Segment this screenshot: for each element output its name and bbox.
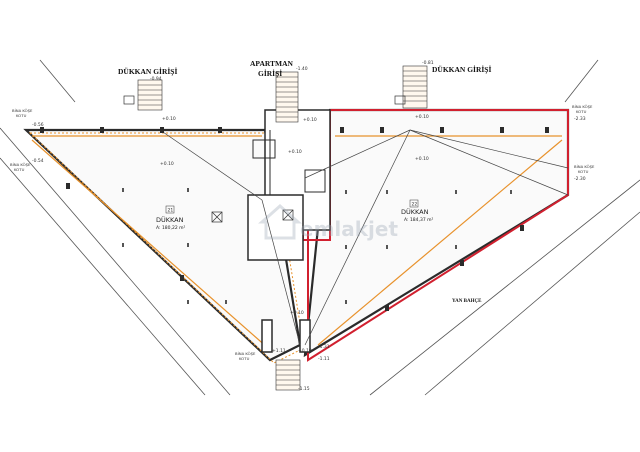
side-garden-label: YAN BAHÇE	[452, 299, 482, 304]
level-core-top: +0.10	[303, 117, 317, 123]
site-boundary-lines	[0, 59, 640, 396]
level-bottom-right: -1.31	[318, 344, 330, 350]
level-core-mid: +0.10	[288, 149, 302, 155]
level-left-inner: +0.10	[162, 116, 176, 122]
level-bottom-stair: -1.15	[298, 386, 310, 392]
level-left-corner-lower: -0.54	[32, 158, 44, 164]
corner-top-left-line1: BİNA KÖŞE	[12, 108, 33, 113]
level-left-corner: -0.56	[32, 122, 44, 128]
level-right-top-stair: -0.81	[422, 60, 434, 66]
level-left-bottom-point: +1.11	[272, 348, 286, 354]
watermark: emlakjet	[258, 203, 398, 241]
level-apartment-stair: -1.40	[296, 66, 308, 72]
left-shop-number: 21	[168, 208, 174, 214]
corner-bottom-line2: KOTU	[239, 356, 250, 361]
right-shop-label: 22 DÜKKAN A: 184,37 m²	[401, 199, 434, 223]
left-shop-entrance-label: DÜKKAN GİRİŞİ	[118, 66, 177, 76]
right-shop-area: A: 184,37 m²	[404, 217, 434, 223]
columns	[40, 127, 549, 311]
level-markers: -0.94 -1.40 -0.81 -0.56 -0.54 +0.10 +0.1…	[32, 60, 586, 392]
corner-labels: BİNA KÖŞE KOTU BİNA KÖŞE KOTU BİNA KÖŞE …	[10, 104, 595, 361]
level-right-corner: -2.33	[574, 116, 586, 122]
corner-left-line1: BİNA KÖŞE	[10, 162, 31, 167]
watermark-text: emlakjet	[300, 217, 398, 241]
level-right-mid: +0.10	[415, 156, 429, 162]
stairs-bottom	[275, 359, 301, 391]
left-shop-area: A: 180,22 m²	[156, 225, 186, 231]
right-shop-entrance-label: DÜKKAN GİRİŞİ	[432, 64, 491, 74]
left-shop-name: DÜKKAN	[156, 215, 184, 224]
apartment-entrance-label-line2: GİRİŞİ	[258, 68, 282, 78]
level-bottom-right-b: -1.11	[318, 356, 330, 362]
right-shop-number: 22	[412, 202, 418, 208]
corner-left-line2: KOTU	[14, 167, 25, 172]
level-left-top-stair: -0.94	[150, 76, 162, 82]
grid-markers	[122, 188, 512, 304]
corner-bottom-line1: BİNA KÖŞE	[235, 351, 256, 356]
left-shop-label: 21 DÜKKAN A: 180,22 m²	[156, 205, 186, 231]
measurement-lines	[159, 129, 569, 346]
watermark-house-icon	[258, 203, 302, 240]
apartment-entrance-label-line1: APARTMAN	[250, 59, 294, 68]
level-right-corner-lower: -2.30	[574, 176, 586, 182]
stairs-apartment	[275, 71, 299, 123]
corner-top-left-line2: KOTU	[16, 113, 27, 118]
level-bottom-center-b: +0.10	[298, 348, 312, 354]
corner-right-line1: BİNA KÖŞE	[574, 164, 595, 169]
corner-right-line2: KOTU	[578, 169, 589, 174]
stairs-left-shop	[137, 79, 163, 111]
stairs-right-shop	[402, 65, 428, 109]
level-left-mid: +0.10	[160, 161, 174, 167]
level-bottom-center-a: +0.10	[290, 310, 304, 316]
level-right-top: +0.10	[415, 114, 429, 120]
door-symbols	[123, 95, 406, 223]
right-shop-name: DÜKKAN	[401, 207, 429, 216]
corner-top-right-line2: KOTU	[576, 109, 587, 114]
corner-top-right-line1: BİNA KÖŞE	[572, 104, 593, 109]
central-core	[247, 109, 331, 353]
